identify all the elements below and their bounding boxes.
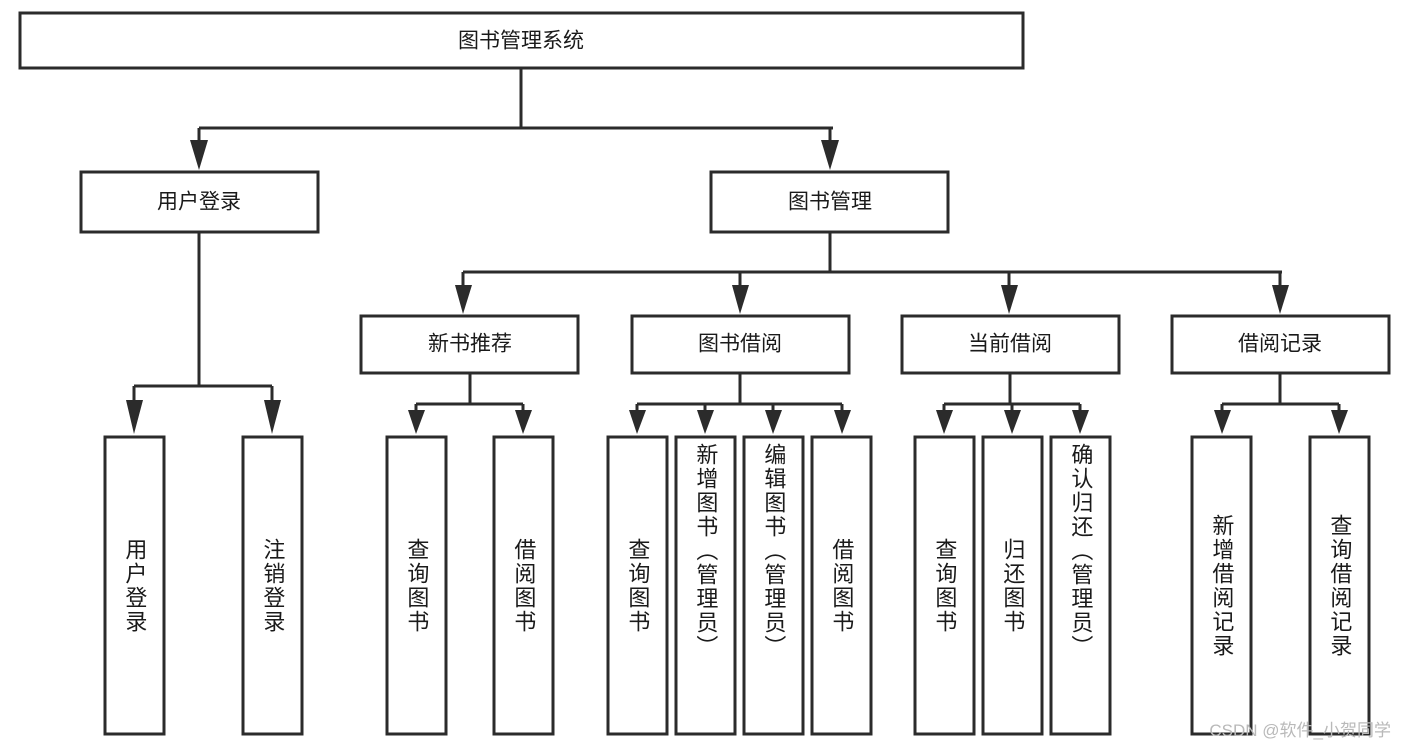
node-book-manage-label: 图书管理	[788, 191, 872, 214]
leaf-box-add-record[interactable]	[1190, 435, 1253, 736]
node-borrow-record-box[interactable]	[1170, 314, 1391, 375]
arrow-head-record-l1	[1214, 410, 1231, 434]
arrow-head-newbook-l1	[408, 410, 425, 434]
arrow-head-to-current	[1001, 285, 1018, 314]
node-current-borrow-label: 当前借阅	[968, 333, 1052, 356]
node-book-borrow-label: 图书借阅	[698, 333, 782, 356]
node-root-label: 图书管理系统	[458, 30, 584, 53]
arrow-head-record-l2	[1331, 410, 1348, 434]
arrow-head-borrow-l1	[629, 410, 646, 434]
arrow-head-userlogin-leaf2	[264, 400, 281, 434]
arrow-head-current-l2	[1004, 410, 1021, 434]
arrow-head-to-record	[1272, 285, 1289, 314]
node-new-book-box[interactable]	[359, 314, 580, 375]
node-borrow-record-label: 借阅记录	[1238, 333, 1322, 356]
leaf-box-user-login[interactable]	[103, 435, 166, 736]
node-user-login-label: 用户登录	[157, 191, 241, 214]
arrow-head-borrow-l3	[765, 410, 782, 434]
leaf-box-confirm-return-admin[interactable]	[1049, 435, 1112, 736]
watermark-text: CSDN @软件_小贺同学	[1209, 721, 1391, 740]
arrow-head-to-user-login	[190, 140, 208, 170]
leaf-box-add-book-admin[interactable]	[674, 435, 737, 736]
arrow-head-userlogin-leaf1	[126, 400, 143, 434]
node-book-manage-box[interactable]	[709, 170, 950, 234]
leaf-box-return-book[interactable]	[981, 435, 1044, 736]
arrow-head-to-newbook	[455, 285, 472, 314]
arrow-head-current-l3	[1072, 410, 1089, 434]
leaf-box-query-book-3[interactable]	[913, 435, 976, 736]
leaf-box-query-book-2[interactable]	[606, 435, 669, 736]
leaf-box-logout[interactable]	[241, 435, 304, 736]
arrow-head-to-book-manage	[821, 140, 839, 170]
arrow-head-current-l1	[936, 410, 953, 434]
leaf-box-borrow-book-2[interactable]	[810, 435, 873, 736]
leaf-box-query-book-1[interactable]	[385, 435, 448, 736]
arrow-head-to-borrow	[732, 285, 749, 314]
leaf-box-borrow-book-1[interactable]	[492, 435, 555, 736]
node-root-box[interactable]	[18, 11, 1025, 70]
arrow-head-newbook-l2	[515, 410, 532, 434]
node-new-book-label: 新书推荐	[428, 333, 512, 356]
node-current-borrow-box[interactable]	[900, 314, 1121, 375]
arrow-head-borrow-l4	[834, 410, 851, 434]
leaf-box-query-record[interactable]	[1308, 435, 1371, 736]
arrow-head-borrow-l2	[697, 410, 714, 434]
node-book-borrow-box[interactable]	[630, 314, 851, 375]
leaf-box-edit-book-admin[interactable]	[742, 435, 805, 736]
